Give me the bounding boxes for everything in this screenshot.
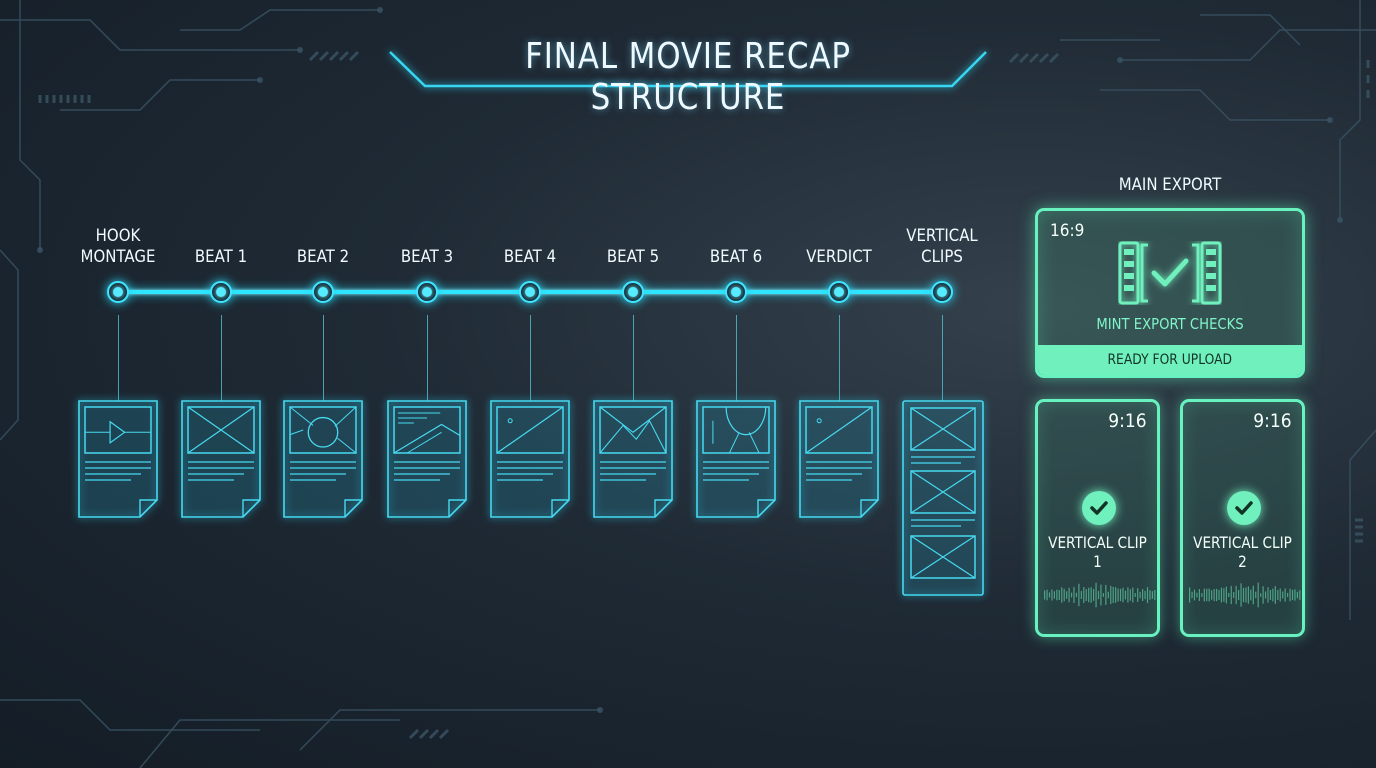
timeline-node[interactable] [519,281,541,303]
timeline-node[interactable] [107,281,129,303]
timeline-step-label: BEAT 1 [194,247,248,267]
cross-frame-icon [181,400,261,518]
timeline-step-label: BEAT 2 [296,247,350,267]
timeline-connector [632,315,634,401]
timeline-node[interactable] [725,281,747,303]
play-frame-icon [78,400,158,518]
timeline-step-label: BEAT 4 [503,247,557,267]
timeline-node[interactable] [828,281,850,303]
storyboard-card[interactable] [283,400,363,518]
timeline-node[interactable] [416,281,438,303]
status-badge: READY FOR UPLOAD [1038,345,1302,375]
stacked-frames-icon [902,400,984,596]
aspect-ratio-badge: 16:9 [1050,221,1085,241]
peaks-frame-icon [593,400,673,518]
storyboard-card[interactable] [799,400,879,518]
timeline-connector [735,315,737,401]
clip-name: VERTICAL CLIP 2 [1193,533,1292,571]
check-icon [1227,491,1261,525]
timeline-connector [220,315,222,401]
storyboard-card[interactable] [902,400,984,596]
timeline-node[interactable] [622,281,644,303]
storyboard-card[interactable] [78,400,158,518]
mountain-frame-icon [387,400,467,518]
timeline-node[interactable] [931,281,953,303]
timeline-step-label: VERTICAL CLIPS [906,226,978,267]
timeline-connector [426,315,428,401]
timeline-step-label: HOOK MONTAGE [80,226,156,267]
timeline-step-label: BEAT 6 [709,247,763,267]
waveform-icon [1189,577,1302,617]
timeline-connector [322,315,324,401]
timeline-connector [529,315,531,401]
timeline-connector [117,315,119,401]
main-export-card[interactable]: 16:9 MINT EXPORT CHECKS READY FOR [1035,208,1305,378]
page-title: FINAL MOVIE RECAP STRUCTURE [525,36,851,118]
timeline-connector [838,315,840,401]
waveform-icon [1044,577,1157,617]
storyboard-card[interactable] [387,400,467,518]
storyboard-card[interactable] [593,400,673,518]
circle-frame-icon [283,400,363,518]
arch-frame-icon [696,400,776,518]
storyboard-card[interactable] [181,400,261,518]
storyboard-card[interactable] [696,400,776,518]
main-export-label: MAIN EXPORT [1118,175,1222,195]
diagonal-frame-icon [490,400,570,518]
timeline-step-label: BEAT 3 [400,247,454,267]
timeline-step-label: BEAT 5 [606,247,660,267]
timeline-node[interactable] [312,281,334,303]
export-checks-label: MINT EXPORT CHECKS [1096,315,1244,333]
clip-name: VERTICAL CLIP 1 [1048,533,1147,571]
diagonal-frame-icon [799,400,879,518]
timeline-connector [941,315,943,401]
timeline-step-label: VERDICT [806,247,872,267]
aspect-ratio-badge: 9:16 [1253,410,1292,432]
aspect-ratio-badge: 9:16 [1108,410,1147,432]
check-icon [1082,491,1116,525]
storyboard-card[interactable] [490,400,570,518]
film-check-icon [1118,241,1222,309]
timeline-node[interactable] [210,281,232,303]
